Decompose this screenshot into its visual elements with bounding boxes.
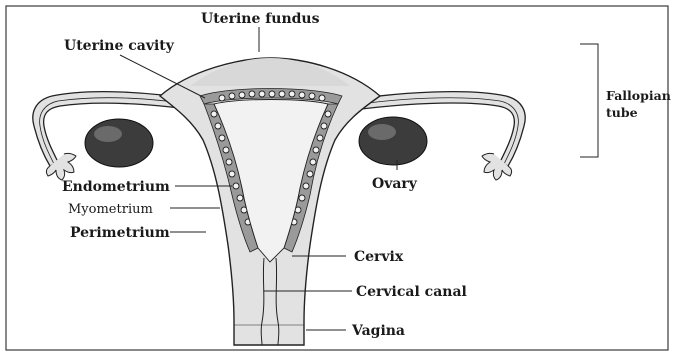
label-fallopian-line2: tube (606, 105, 638, 120)
left-ovary-highlight (94, 126, 122, 142)
diagram-frame (6, 6, 668, 350)
label-vagina: Vagina (351, 323, 405, 339)
label-myometrium: Myometrium (68, 202, 153, 217)
label-uterine-fundus: Uterine fundus (201, 11, 320, 27)
label-uterine-cavity: Uterine cavity (64, 38, 175, 54)
label-endometrium: Endometrium (62, 179, 170, 195)
label-ovary: Ovary (372, 176, 418, 192)
label-cervical-canal: Cervical canal (356, 284, 467, 300)
left-ovary (85, 119, 153, 167)
fallopian-bracket (580, 44, 598, 157)
label-perimetrium: Perimetrium (70, 225, 170, 241)
right-ovary (359, 117, 427, 165)
right-ovary-highlight (368, 124, 396, 140)
label-cervix: Cervix (354, 249, 404, 265)
label-fallopian-line1: Fallopian (606, 88, 671, 103)
fundus-dome (190, 58, 350, 86)
